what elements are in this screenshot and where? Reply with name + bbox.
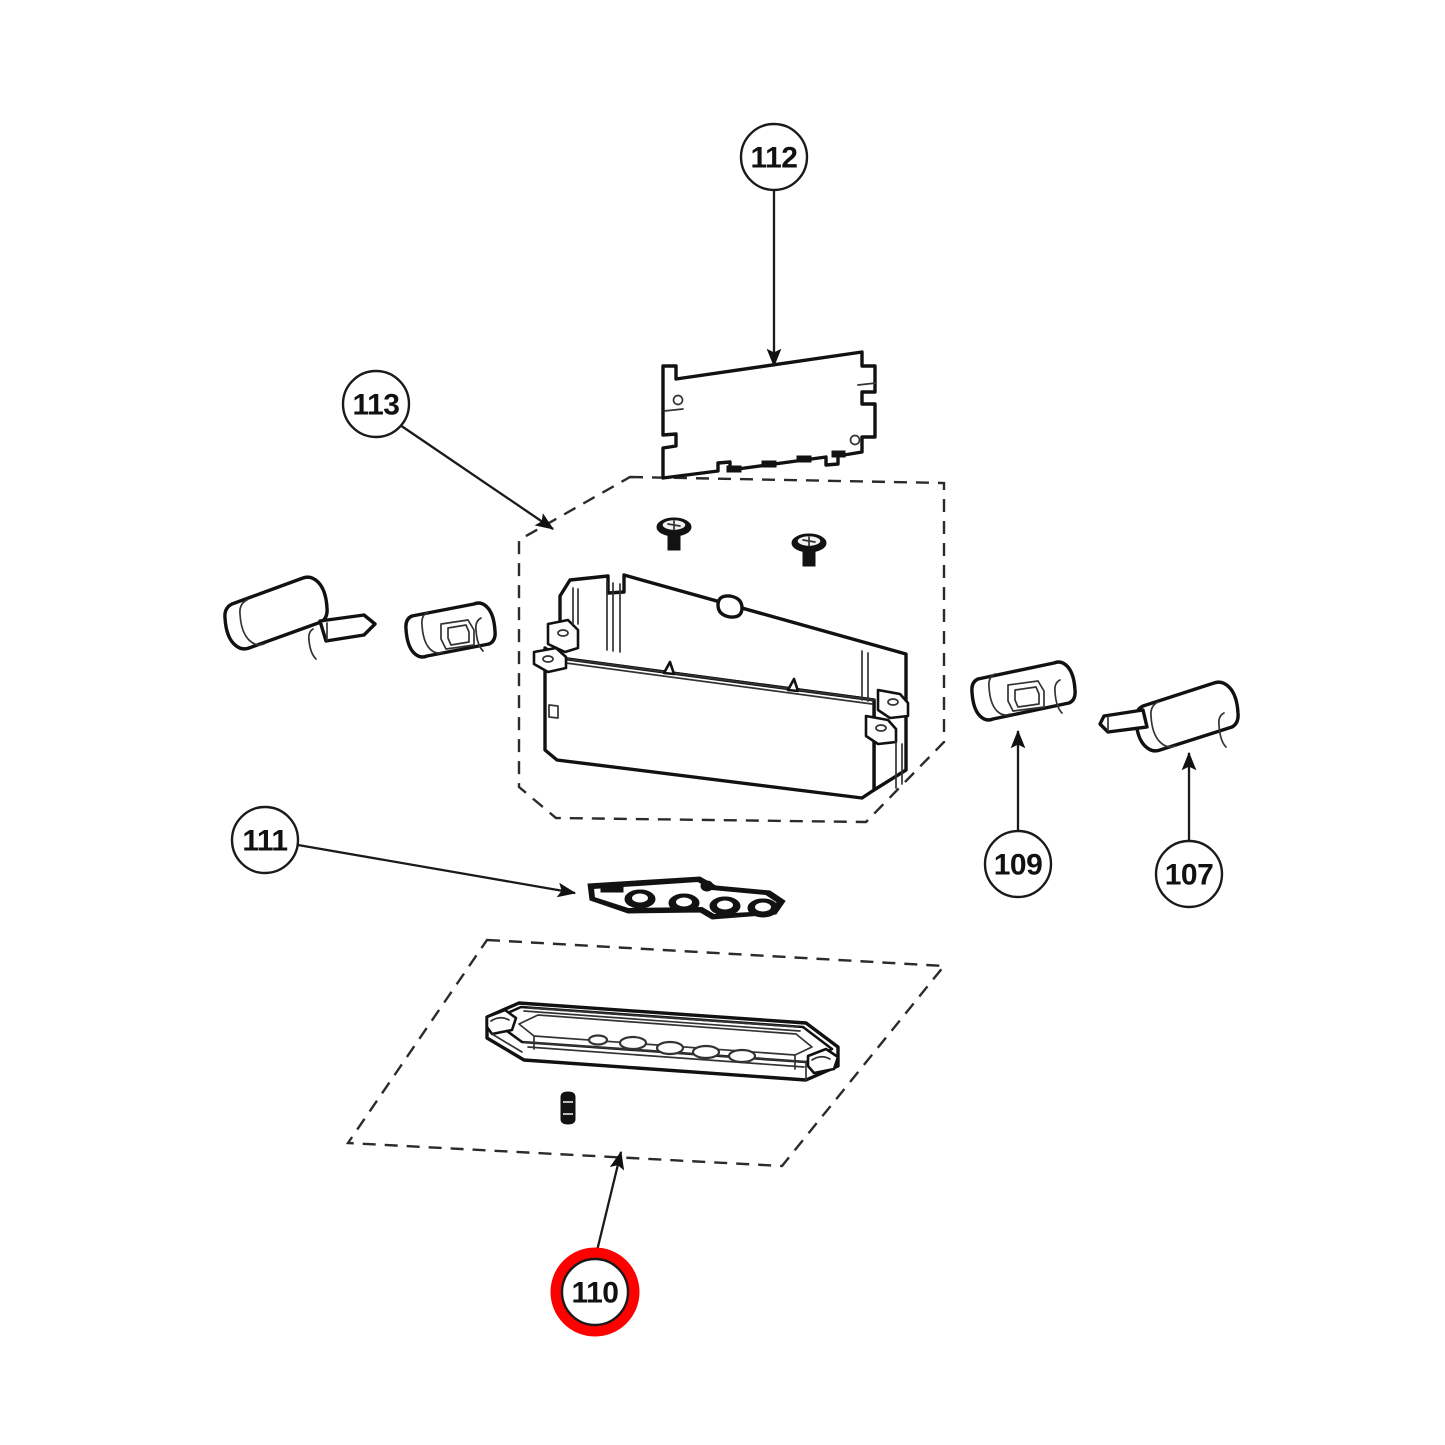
bushing-left	[404, 601, 497, 659]
callout-112[interactable]: 112	[739, 122, 809, 192]
pin	[560, 1091, 576, 1125]
callout-label: 111	[242, 825, 287, 858]
callout-111[interactable]: 111	[230, 805, 300, 875]
callout-110[interactable]: 110	[550, 1247, 640, 1337]
housing-assembly-zone	[517, 475, 946, 824]
leader-113	[399, 424, 554, 530]
callout-109[interactable]: 109	[983, 829, 1053, 899]
cover-plate	[661, 350, 877, 480]
callout-label: 113	[353, 389, 400, 422]
base-plate	[485, 1001, 840, 1082]
bushing-right	[970, 660, 1077, 722]
screw-left	[656, 517, 692, 551]
callout-label: 110	[572, 1277, 619, 1310]
base-plate-assembly-zone	[345, 938, 947, 1168]
roller-left	[223, 575, 377, 660]
roller-right	[1098, 680, 1240, 753]
leader-110	[593, 1150, 625, 1260]
housing-body	[532, 573, 910, 800]
leader-lines	[297, 190, 1197, 1260]
callout-113[interactable]: 113	[341, 369, 411, 439]
callout-107[interactable]: 107	[1154, 839, 1224, 909]
screw-right	[791, 533, 827, 567]
leader-111	[297, 843, 577, 898]
callout-label: 112	[751, 142, 798, 175]
callout-label: 109	[994, 849, 1043, 882]
highlight-ring	[550, 1247, 640, 1337]
contact-strip	[587, 876, 786, 920]
callout-label: 107	[1165, 859, 1214, 892]
